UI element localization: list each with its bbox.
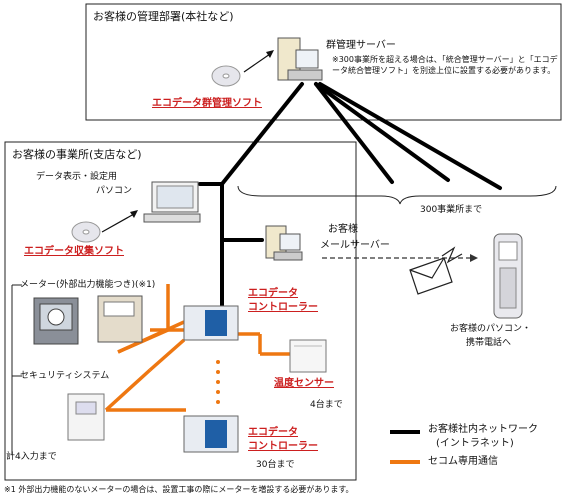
temperature-sensor-label: 温度センサー [274,378,334,389]
mobile-phone-icon [493,233,523,319]
eco-controller-1-line1: エコデータ [248,288,298,299]
secom-lines [104,284,290,412]
legend-intranet-label-line1: お客様社内ネットワーク [428,424,538,435]
signal-bolt-icon [441,246,463,264]
mail-server-label-line2: メールサーバー [320,240,390,251]
intranet-lines [198,82,502,312]
management-server-icon [277,37,323,81]
hq-title: お客様の管理部署(本社など) [93,10,234,23]
hq-box [85,3,562,121]
mail-server-icon [265,225,303,261]
group-management-software-label: エコデータ群管理ソフト [152,98,262,109]
cd-icon [211,65,241,87]
pc-label-line1: データ表示・設定用 [36,172,118,182]
security-panel-icon [67,393,105,441]
offices-brace [237,185,557,205]
temperature-sensor-count: 4台まで [310,400,343,410]
security-system-label: セキュリティシステム [20,371,110,381]
controller-chain-dots [216,360,220,404]
mail-envelope-icon [409,257,453,295]
footnote: ※1 外部出力機能のないメーターの場合は、設置工事の際にメーターを増設する必要が… [4,485,354,494]
pc-label-line2: パソコン [96,186,133,196]
eco-controller-icon-2 [183,415,239,453]
management-server-label: 群管理サーバー [326,40,396,51]
mobile-label-line1: お客様のパソコン・ [450,324,532,334]
mail-server-label-line1: お客様 [328,224,358,235]
legend-secom-label: セコム専用通信 [428,456,498,467]
offices-note: 300事業所まで [420,205,483,215]
eco-controller-icon-1 [183,305,239,341]
branch-box [4,141,357,481]
input-count-label: 計4入力まで [6,452,57,462]
meter-label: メーター(外部出力機能つき)(※1) [20,280,156,290]
legend-intranet-label-line2: (イントラネット) [436,438,514,449]
eco-controller-2-line1: エコデータ [248,427,298,438]
data-collection-software-label: エコデータ収集ソフト [24,246,124,257]
desktop-pc-icon [143,181,201,223]
temperature-sensor-icon [289,339,327,373]
cd-icon [71,221,101,243]
management-server-note: ※300事業所を超える場合は、「統合管理サーバー」と「エコデータ統合管理ソフト」… [332,55,558,75]
electric-meter-icon [33,297,79,345]
eco-controller-2-line2: コントローラー [248,441,318,452]
mobile-label-line2: 携帯電話へ [466,338,512,348]
eco-controller-1-line2: コントローラー [248,302,318,313]
branch-title: お客様の事業所(支店など) [12,148,142,161]
gas-meter-icon [97,295,143,343]
controller-count-label: 30台まで [256,460,295,470]
